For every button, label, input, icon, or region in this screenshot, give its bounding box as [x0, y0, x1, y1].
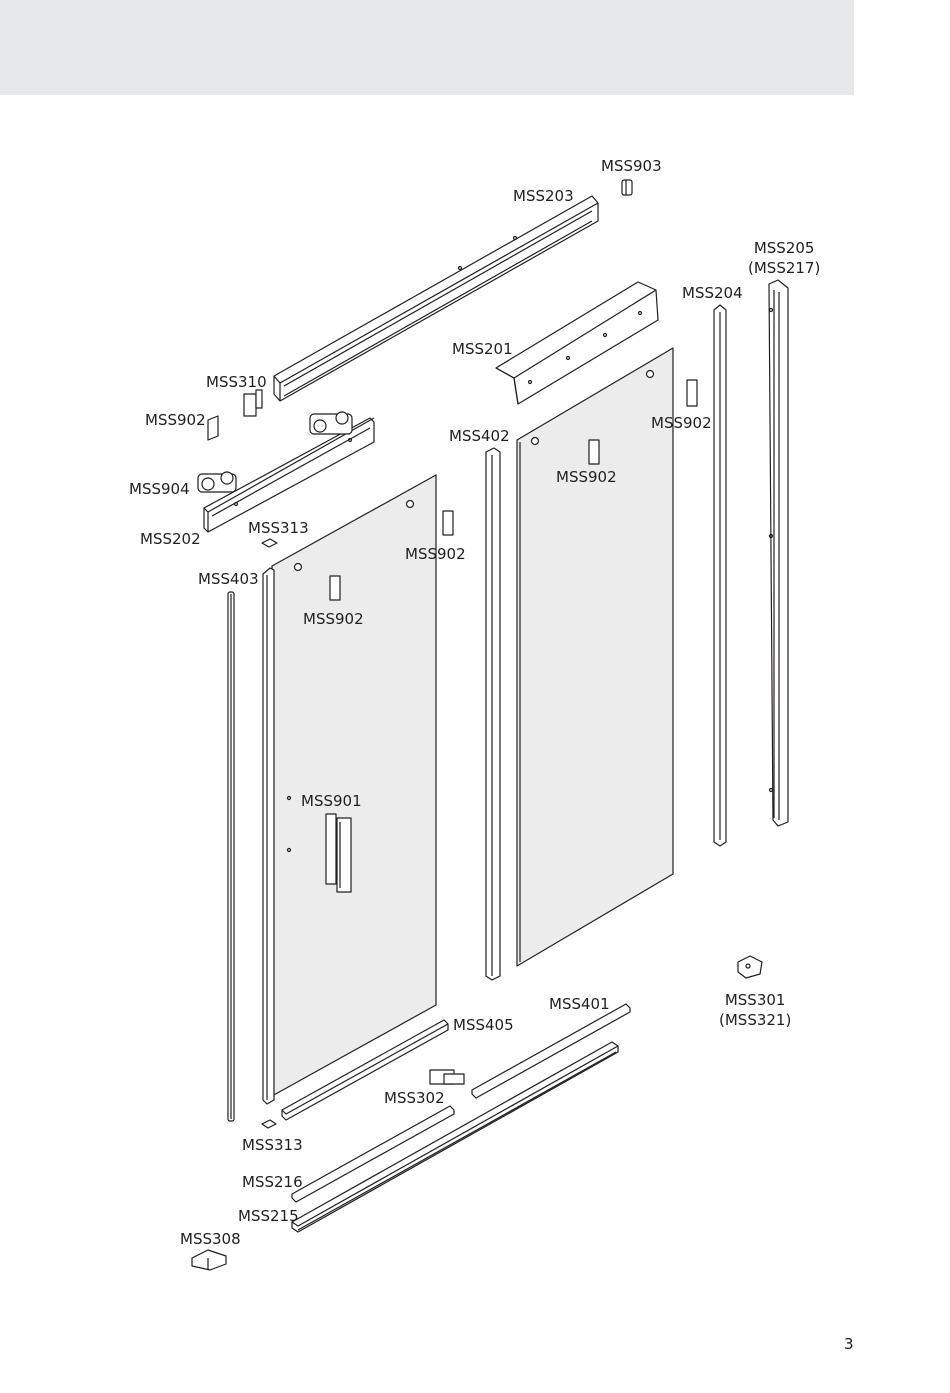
label-mss321-alt: (MSS321)	[719, 1010, 791, 1030]
label-mss302: MSS302	[384, 1089, 445, 1107]
label-mss401: MSS401	[549, 995, 610, 1013]
clip-mss902-middle	[443, 511, 453, 535]
roller-mss904-b	[310, 412, 352, 434]
label-mss901: MSS901	[301, 792, 362, 810]
label-mss217-alt: (MSS217)	[748, 258, 820, 278]
clip-mss902-right	[687, 380, 697, 406]
label-mss310: MSS310	[206, 373, 267, 391]
label-mss405: MSS405	[453, 1016, 514, 1034]
label-mss215: MSS215	[238, 1207, 299, 1225]
label-mss902-left: MSS902	[145, 411, 206, 429]
profile-mss204	[714, 305, 726, 846]
bottom-rail-mss215	[292, 1042, 618, 1232]
part-mss301	[738, 956, 762, 978]
label-mss203: MSS203	[513, 187, 574, 205]
label-mss308: MSS308	[180, 1230, 241, 1248]
label-mss902-right: MSS902	[651, 414, 712, 432]
roller-mss904-a	[198, 472, 236, 492]
part-mss313-bottom	[262, 1120, 276, 1128]
label-mss301: MSS301 (MSS321)	[719, 990, 791, 1030]
label-mss313-bottom: MSS313	[242, 1136, 303, 1154]
clip-mss902-left	[208, 416, 218, 440]
label-mss904: MSS904	[129, 480, 190, 498]
clip-mss902-left-door	[330, 576, 340, 600]
part-mss310	[244, 390, 262, 416]
label-mss902-left-door: MSS902	[303, 610, 364, 628]
wall-profile-mss205	[769, 280, 788, 826]
clip-mss902-right-panel	[589, 440, 599, 464]
label-mss313-top: MSS313	[248, 519, 309, 537]
handle-mss901	[326, 814, 351, 892]
profile-mss402	[486, 448, 500, 980]
label-mss903: MSS903	[601, 157, 662, 175]
left-door-panel	[272, 475, 436, 1096]
label-mss205: MSS205 (MSS217)	[748, 238, 820, 278]
label-mss402: MSS402	[449, 427, 510, 445]
clip-mss903	[622, 180, 632, 195]
part-mss308	[192, 1250, 226, 1270]
label-mss205-main: MSS205	[748, 238, 820, 258]
label-mss902-right-panel: MSS902	[556, 468, 617, 486]
part-mss313-top	[262, 539, 277, 547]
label-mss902-middle: MSS902	[405, 545, 466, 563]
label-mss202: MSS202	[140, 530, 201, 548]
label-mss204: MSS204	[682, 284, 743, 302]
side-profile-mss403	[228, 568, 274, 1121]
page-number: 3	[844, 1335, 854, 1353]
label-mss201: MSS201	[452, 340, 513, 358]
label-mss301-main: MSS301	[719, 990, 791, 1010]
part-mss302	[430, 1070, 464, 1084]
label-mss403: MSS403	[198, 570, 259, 588]
label-mss216: MSS216	[242, 1173, 303, 1191]
